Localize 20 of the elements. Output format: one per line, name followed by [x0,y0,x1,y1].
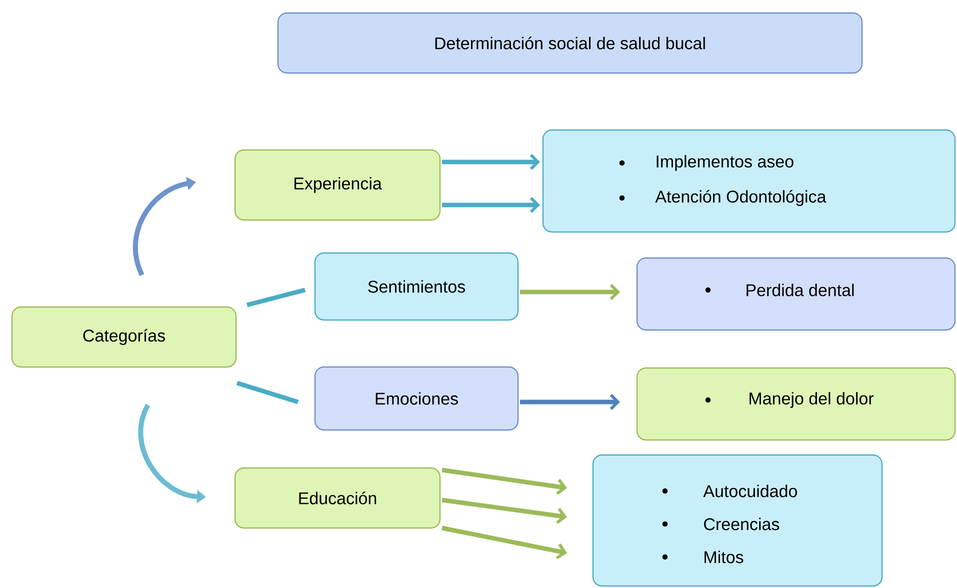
list-item: Perdida dental [746,284,854,296]
arrow [442,196,540,214]
category-box: Categorías [11,306,237,368]
list-item: Implementos aseo [656,155,794,171]
arrow [442,154,540,170]
list-item: Manejo del dolor [750,392,874,408]
arrow [442,526,567,560]
category-box: Experiencia [234,149,441,221]
list-item: Creencias [704,518,780,530]
title-box: Determinación social de salud bucal [277,12,863,74]
list-item: Atención Odontológica [655,190,826,206]
arrow [520,394,620,410]
list-item: Mitos [704,550,744,564]
category-box: Educación [234,467,441,529]
arrow [442,498,567,524]
list-item: Autocuidado [703,484,797,498]
arrow [520,284,620,300]
arrow [442,468,567,495]
category-box: Sentimientos [314,252,519,321]
category-box: Emociones [314,366,519,431]
